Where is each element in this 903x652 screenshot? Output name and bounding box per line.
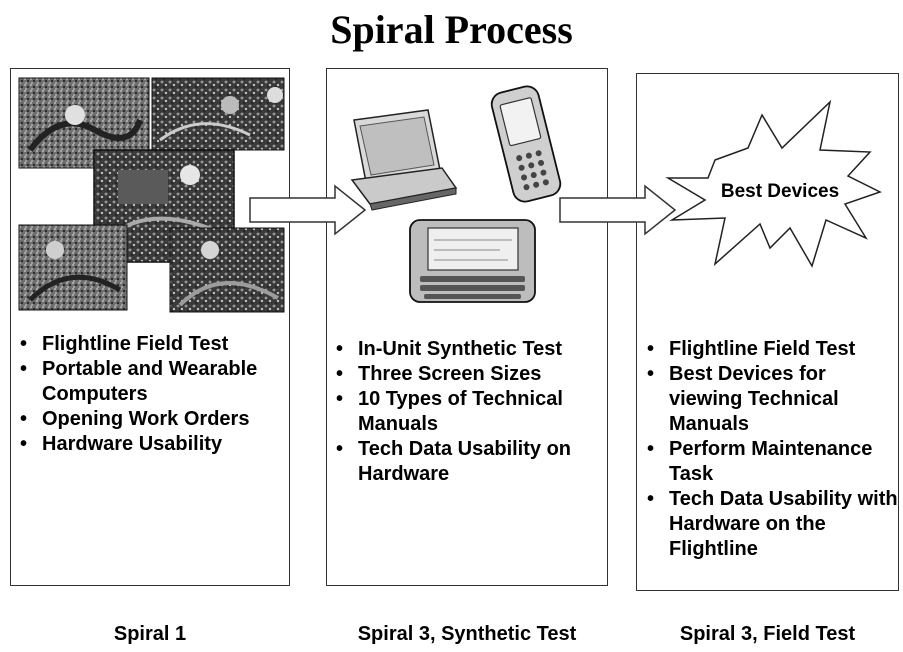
- phone-icon: [490, 85, 562, 203]
- right-arrow-icon: [559, 184, 677, 236]
- list-item: Hardware Usability: [18, 432, 290, 457]
- list-item: Portable and Wearable Computers: [18, 357, 290, 407]
- list-item: 10 Types of Technical Manuals: [334, 387, 606, 437]
- laptop-icon: [350, 109, 458, 211]
- spiral-1-caption: Spiral 1: [113, 623, 187, 645]
- spiral-3-synthetic-panel: [326, 68, 608, 586]
- spiral-3-field-caption: Spiral 3, Field Test: [679, 623, 856, 645]
- right-arrow-icon: [249, 184, 367, 236]
- list-item: In-Unit Synthetic Test: [334, 337, 606, 362]
- spiral-3-field-bullets: Flightline Field Test Best Devices for v…: [645, 337, 903, 562]
- handheld-pda-icon: [409, 219, 536, 303]
- list-item: Perform Maintenance Task: [645, 437, 903, 487]
- spiral-3-synthetic-caption: Spiral 3, Synthetic Test: [357, 623, 577, 645]
- list-item: Flightline Field Test: [18, 332, 290, 357]
- spiral-3-synthetic-bullets: In-Unit Synthetic Test Three Screen Size…: [334, 337, 606, 487]
- starburst-label: Best Devices: [720, 181, 840, 202]
- starburst-icon: [665, 99, 882, 268]
- list-item: Tech Data Usability with Hardware on the…: [645, 487, 903, 562]
- list-item: Flightline Field Test: [645, 337, 903, 362]
- spiral-1-bullets: Flightline Field Test Portable and Weara…: [18, 332, 290, 457]
- photo-collage-icon: [18, 77, 285, 313]
- diagram-title: Spiral Process: [330, 7, 573, 52]
- list-item: Three Screen Sizes: [334, 362, 606, 387]
- list-item: Best Devices for viewing Technical Manua…: [645, 362, 903, 437]
- list-item: Tech Data Usability on Hardware: [334, 437, 606, 487]
- list-item: Opening Work Orders: [18, 407, 290, 432]
